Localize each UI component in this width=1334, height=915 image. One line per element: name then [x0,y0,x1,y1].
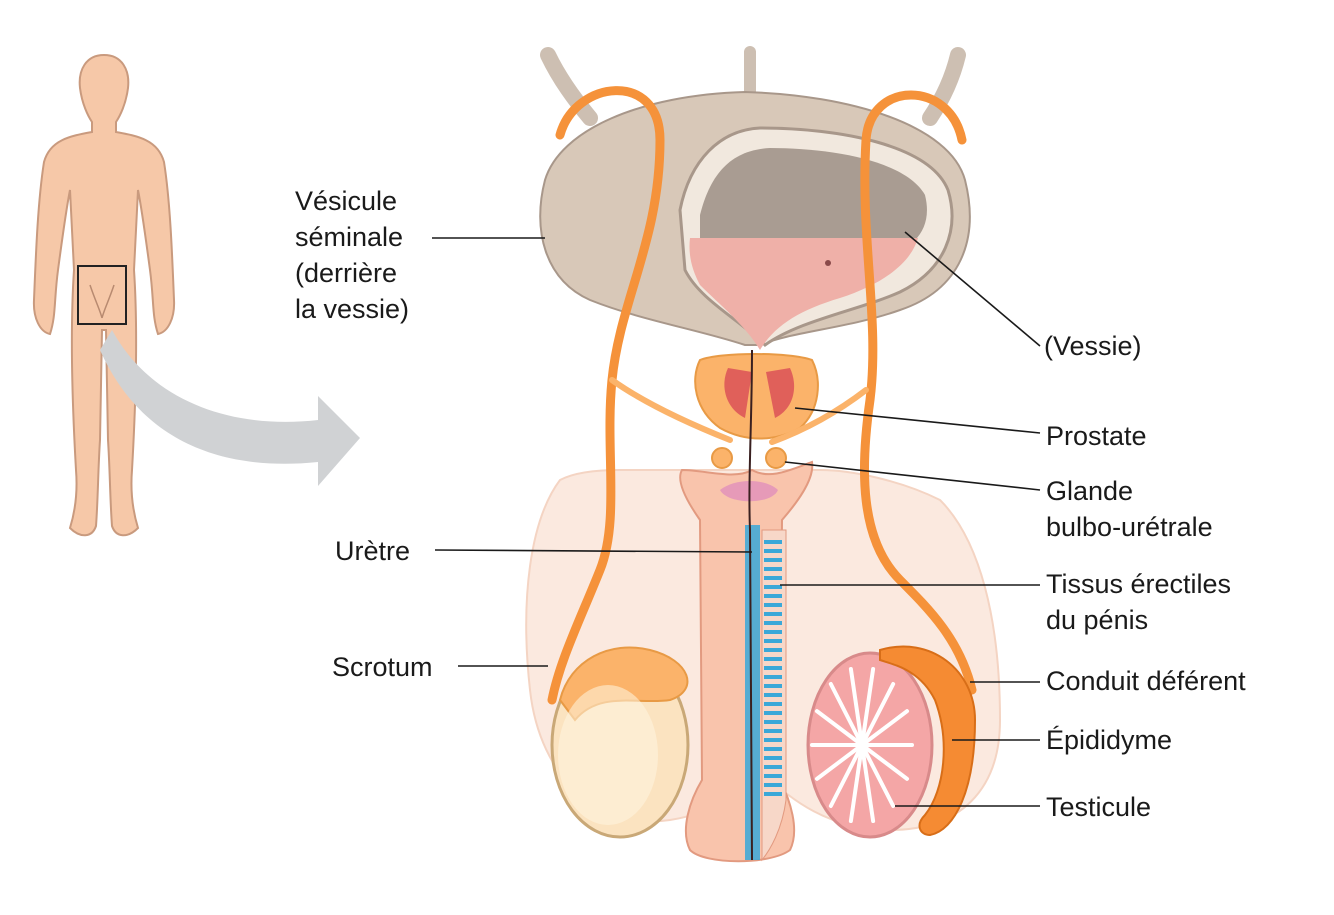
testis-lobule [828,743,864,808]
erectile-stripe [764,684,782,688]
ureter-left [540,47,598,126]
label-tissus: Tissus érectiles du pénis [1046,569,1239,635]
label-testicule: Testicule [1046,792,1151,822]
testis-lobule [860,743,876,824]
erectile-stripe [764,585,782,589]
zoom-arrow [100,330,360,486]
erectile-stripe [764,675,782,679]
testis-lobule [814,709,864,747]
testis-lobule [860,743,896,808]
erectile-stripe [764,567,782,571]
vas-deferens [547,86,977,705]
erectile-stripe [764,603,782,607]
erectile-stripe [764,792,782,796]
erectile-stripe [764,738,782,742]
urethra-line [748,349,753,861]
label-epididyme: Épididyme [1046,725,1172,755]
testis-lobule [860,743,910,781]
erectile-stripe [764,765,782,769]
testis-lobule [848,666,864,747]
leader-uretre [434,549,753,553]
erectile-stripe [764,711,782,715]
label-scrotum: Scrotum [332,652,433,682]
label-conduit: Conduit déférent [1046,666,1246,696]
seminal-vesicle-left [609,377,733,443]
bladder-urine [689,238,918,350]
prostate-gland [694,353,819,440]
seminal-vesicle-right [769,387,869,445]
erectile-stripe [764,594,782,598]
erectile-stripe [764,720,782,724]
label-uretre: Urètre [335,536,410,566]
erectile-stripe [764,630,782,634]
erectile-stripe [764,747,782,751]
erectile-stripes [764,540,782,796]
duct-right [859,90,977,695]
label-glande: Glande bulbo-urétrale [1046,476,1213,542]
testis-lobule [860,709,910,747]
testis-lobule [860,666,876,747]
labels: Vésicule séminale (derrière la vessie) (… [295,186,1246,822]
bulbourethral-glands [711,447,787,469]
leader-lines [432,231,1041,807]
erectile-stripe [764,612,782,616]
erectile-stripe [764,729,782,733]
erectile-tissue [745,525,760,860]
duct-left [547,86,665,705]
ureter-opening [825,260,831,266]
testis-lobule [828,682,864,747]
erectile-stripe [764,549,782,553]
groin-lines [89,284,115,319]
erectile-stripe [764,576,782,580]
label-vesicule: Vésicule séminale (derrière la vessie) [295,186,411,324]
erectile-stripe [764,693,782,697]
left-testis [550,646,690,839]
erectile-stripe [764,702,782,706]
erectile-stripe [764,756,782,760]
label-vessie: (Vessie) [1044,331,1142,361]
erectile-stripe [764,783,782,787]
leader-vessie [904,231,1041,347]
leader-glande [784,461,1041,491]
testis-lobules [810,666,914,824]
zoom-region-box [77,265,127,325]
erectile-stripe [764,639,782,643]
body-outline [32,53,176,537]
body-silhouette [32,53,176,537]
label-prostate: Prostate [1046,421,1147,451]
erectile-stripe [764,540,782,544]
penis [679,349,814,863]
testis-lobule [848,743,864,824]
ureter-right [922,47,966,126]
erectile-stripe [764,657,782,661]
testis-lobule [814,743,864,781]
erectile-stripe [764,666,782,670]
erectile-stripe [764,621,782,625]
leader-prostate [794,407,1041,434]
erectile-stripe [764,648,782,652]
erectile-stripe [764,558,782,562]
right-testis [806,645,977,839]
erectile-stripe [764,774,782,778]
testis-lobule [860,682,896,747]
epididymis [879,645,977,837]
